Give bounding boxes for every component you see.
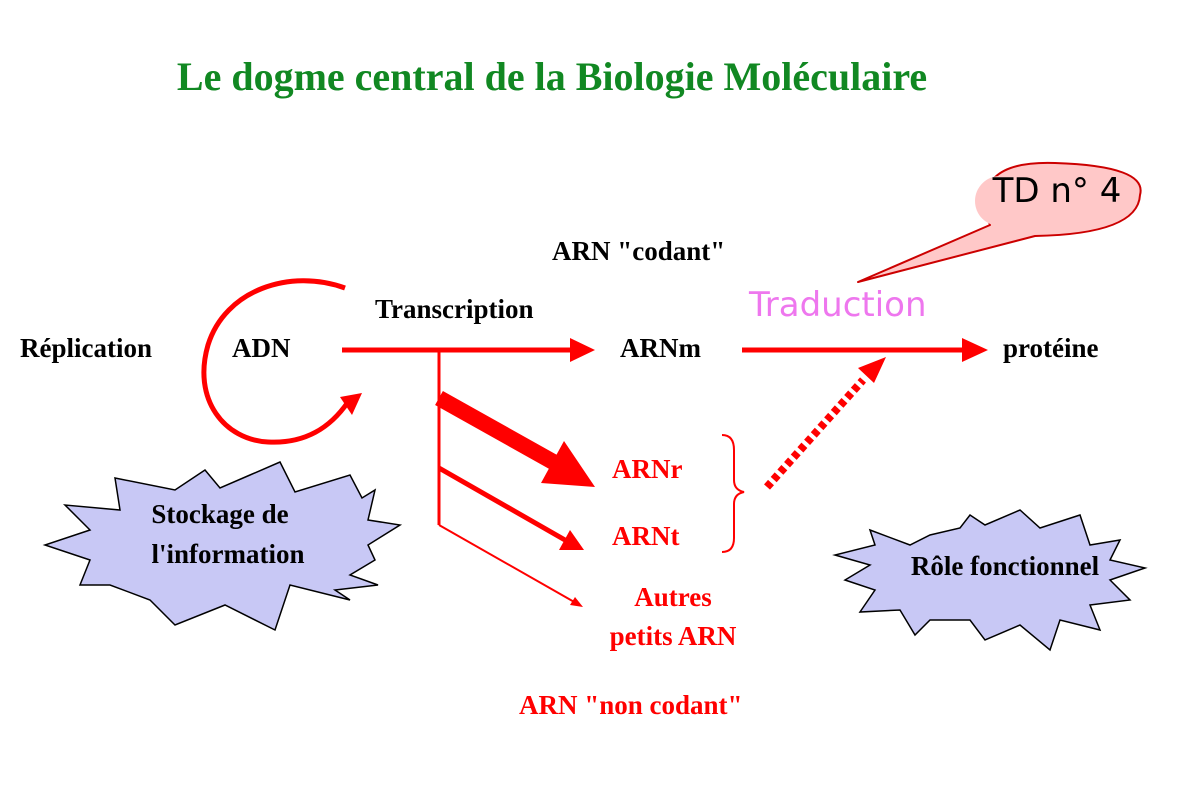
- starburst-stockage: Stockage de l'information: [42, 461, 403, 632]
- stockage-line1: Stockage de: [151, 499, 288, 529]
- label-traduction: Traduction: [748, 285, 927, 325]
- page-title: Le dogme central de la Biologie Molécula…: [177, 54, 927, 99]
- replication-arrow: [201, 278, 362, 445]
- label-autres-line1: Autres: [634, 582, 712, 612]
- role-text: Rôle fonctionnel: [911, 551, 1100, 581]
- label-proteine: protéine: [1003, 333, 1099, 363]
- label-arnt: ARNt: [612, 521, 680, 551]
- callout-text: TD n° 4: [992, 171, 1122, 211]
- label-arn-codant: ARN "codant": [552, 236, 725, 266]
- label-arn-non-codant: ARN "non codant": [519, 690, 743, 720]
- starburst-shape: [832, 509, 1148, 652]
- td-callout: TD n° 4: [857, 161, 1142, 283]
- stockage-line2: l'information: [152, 539, 305, 569]
- label-autres-line2: petits ARN: [610, 621, 737, 651]
- label-adn: ADN: [232, 333, 291, 363]
- label-transcription: Transcription: [375, 294, 534, 324]
- main-arrows: [342, 338, 988, 607]
- starburst-role: Rôle fonctionnel: [832, 509, 1148, 652]
- label-arnm: ARNm: [620, 333, 701, 363]
- starburst-shape: [42, 461, 403, 632]
- label-arnr: ARNr: [612, 454, 682, 484]
- label-replication: Réplication: [20, 333, 152, 363]
